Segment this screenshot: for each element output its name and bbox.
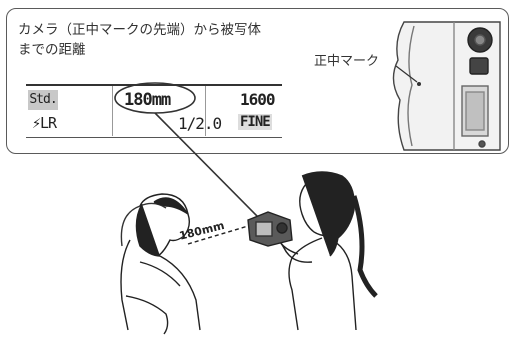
caption-line-2: までの距離 [18,42,86,58]
lcd-flash-mode: ⚡LR [32,114,57,132]
lcd-divider [205,86,206,136]
photographer-figure [271,171,378,331]
caption-line-1: カメラ（正中マークの先端）から被写体 [18,22,261,38]
subject-figure [120,193,201,335]
lcd-exposure-value: 1/2.0 [178,114,222,133]
lcd-divider [112,86,113,136]
lcd-quality-value: FINE [238,114,272,130]
lcd-top-rule [26,84,282,86]
callout-box [6,8,509,154]
held-camera [247,211,293,247]
distance-highlight-oval [114,82,196,114]
lcd-iso-value: 1600 [240,90,276,109]
camera-side-view [392,21,501,151]
center-mark-dot [417,82,421,86]
lcd-bottom-rule [26,137,282,139]
center-mark-label: 正中マーク [314,54,380,69]
lcd-distance-value: 180mm [124,90,171,110]
distance-dashed-line [187,225,249,245]
pointer-line [154,112,259,218]
caption: カメラ（正中マークの先端）から被写体 までの距離 [18,20,261,60]
center-mark-leader [395,65,418,83]
lcd-mode-label: Std. [28,90,58,110]
